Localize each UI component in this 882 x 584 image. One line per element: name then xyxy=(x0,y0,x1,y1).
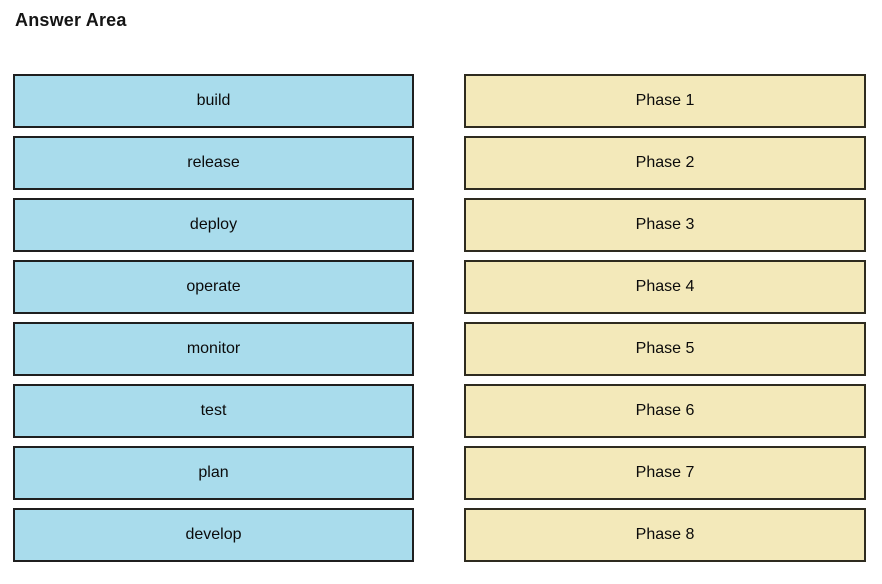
drop-target-label: Phase 5 xyxy=(635,340,695,357)
drop-target-phase-5[interactable]: Phase 5 xyxy=(464,322,866,376)
drag-item-label: test xyxy=(200,402,227,419)
drag-item-test[interactable]: test xyxy=(13,384,414,438)
drag-item-monitor[interactable]: monitor xyxy=(13,322,414,376)
drag-item-label: monitor xyxy=(186,340,241,357)
page-title: Answer Area xyxy=(15,10,127,30)
drag-item-label: develop xyxy=(185,526,242,543)
drop-target-label: Phase 6 xyxy=(635,402,695,419)
drag-source-column: build release deploy operate monitor tes… xyxy=(13,74,414,562)
drop-target-phase-8[interactable]: Phase 8 xyxy=(464,508,866,562)
drop-target-label: Phase 2 xyxy=(635,154,695,171)
drag-item-develop[interactable]: develop xyxy=(13,508,414,562)
drag-item-label: deploy xyxy=(189,216,238,233)
drop-target-column: Phase 1 Phase 2 Phase 3 Phase 4 Phase 5 … xyxy=(464,74,866,562)
drop-target-phase-7[interactable]: Phase 7 xyxy=(464,446,866,500)
drop-target-label: Phase 8 xyxy=(635,526,695,543)
drop-target-phase-3[interactable]: Phase 3 xyxy=(464,198,866,252)
drop-target-phase-1[interactable]: Phase 1 xyxy=(464,74,866,128)
drop-target-label: Phase 1 xyxy=(635,92,695,109)
drop-target-label: Phase 3 xyxy=(635,216,695,233)
drag-item-build[interactable]: build xyxy=(13,74,414,128)
drop-target-phase-4[interactable]: Phase 4 xyxy=(464,260,866,314)
drop-target-phase-6[interactable]: Phase 6 xyxy=(464,384,866,438)
drag-item-deploy[interactable]: deploy xyxy=(13,198,414,252)
drag-item-plan[interactable]: plan xyxy=(13,446,414,500)
drag-item-operate[interactable]: operate xyxy=(13,260,414,314)
drag-item-release[interactable]: release xyxy=(13,136,414,190)
drop-target-phase-2[interactable]: Phase 2 xyxy=(464,136,866,190)
drop-target-label: Phase 7 xyxy=(635,464,695,481)
drop-target-label: Phase 4 xyxy=(635,278,695,295)
drag-item-label: plan xyxy=(198,464,229,481)
drag-item-label: release xyxy=(187,154,240,171)
drag-item-label: build xyxy=(196,92,231,109)
drag-item-label: operate xyxy=(186,278,241,295)
